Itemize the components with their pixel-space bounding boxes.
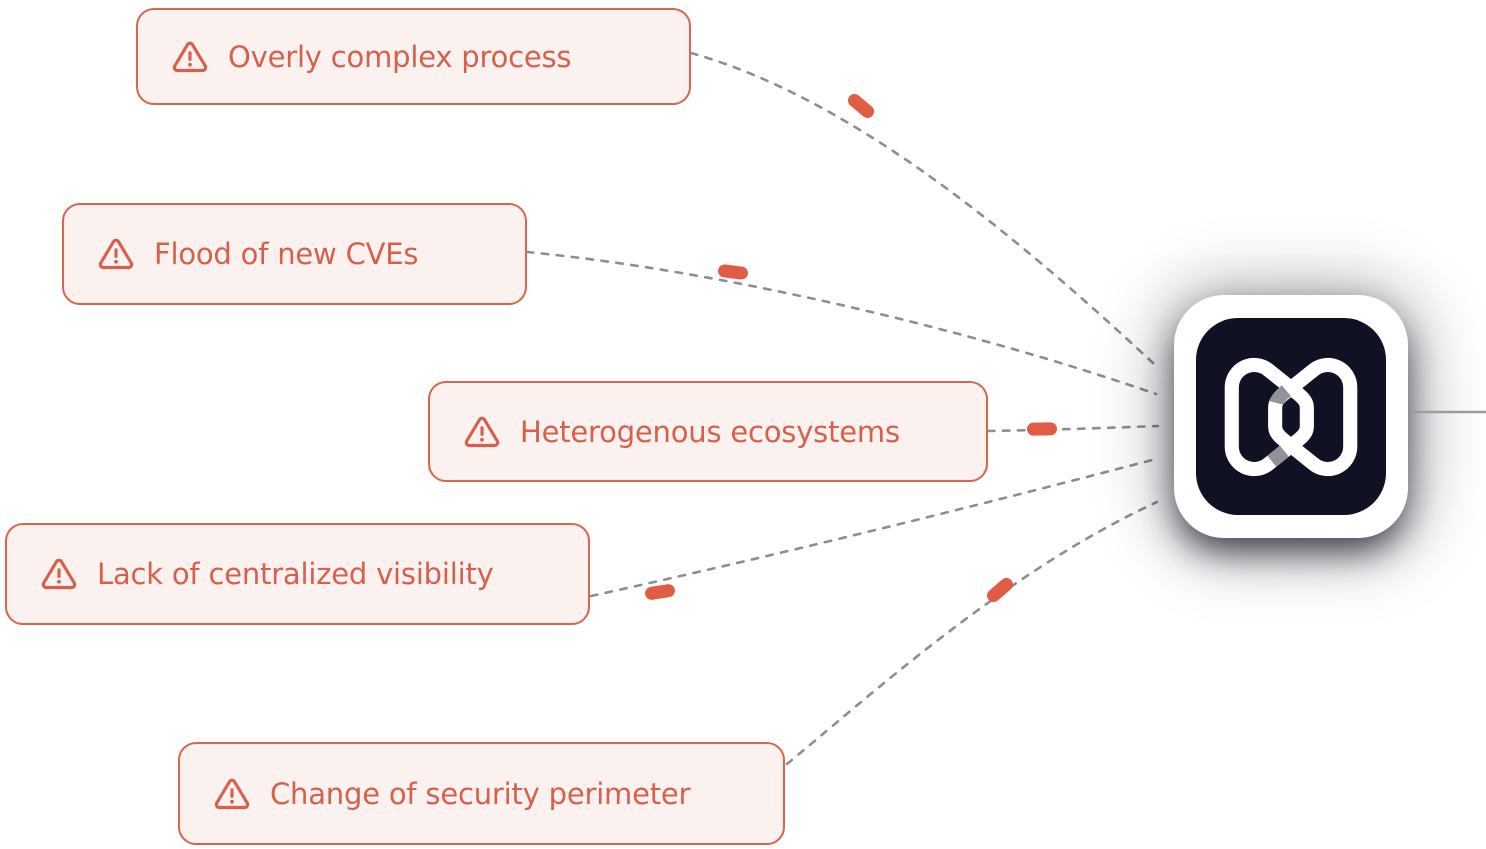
problem-card-heterogenous-ecosystems: Heterogenous ecosystems (428, 381, 988, 482)
dash-marker (987, 577, 1013, 603)
problem-card-label: Lack of centralized visibility (97, 557, 494, 591)
hub-logo-tile (1196, 318, 1386, 515)
problem-card-label: Heterogenous ecosystems (520, 414, 900, 449)
connector-heterogenous-ecosystems (986, 424, 1160, 433)
interlocked-loops-logo-icon (1224, 357, 1358, 476)
hub-logo (1174, 295, 1408, 538)
dash-marker (847, 94, 875, 118)
warning-triangle-icon (172, 41, 208, 72)
problem-card-label: Flood of new CVEs (154, 237, 419, 271)
problem-card-flood-of-new-cves: Flood of new CVEs (62, 203, 527, 305)
warning-triangle-icon (98, 238, 134, 270)
problem-card-label: Overly complex process (228, 39, 572, 74)
connector-overly-complex-process (689, 51, 1155, 365)
warning-triangle-icon (464, 416, 500, 447)
connector-flood-of-new-cves (525, 250, 1158, 396)
connector-change-of-security-perimeter (785, 500, 1159, 766)
weave-notch (1267, 445, 1289, 467)
problem-card-change-of-security-perimeter: Change of security perimeter (178, 742, 785, 845)
warning-triangle-icon (214, 778, 250, 809)
dash-marker (718, 264, 748, 280)
dash-marker (645, 584, 675, 600)
weave-notch (1269, 384, 1291, 405)
dash-marker (1027, 422, 1057, 436)
problem-card-lack-of-centralized-visibility: Lack of centralized visibility (5, 523, 590, 625)
problem-card-overly-complex-process: Overly complex process (136, 8, 691, 105)
problem-card-label: Change of security perimeter (270, 776, 691, 811)
warning-triangle-icon (41, 558, 77, 590)
